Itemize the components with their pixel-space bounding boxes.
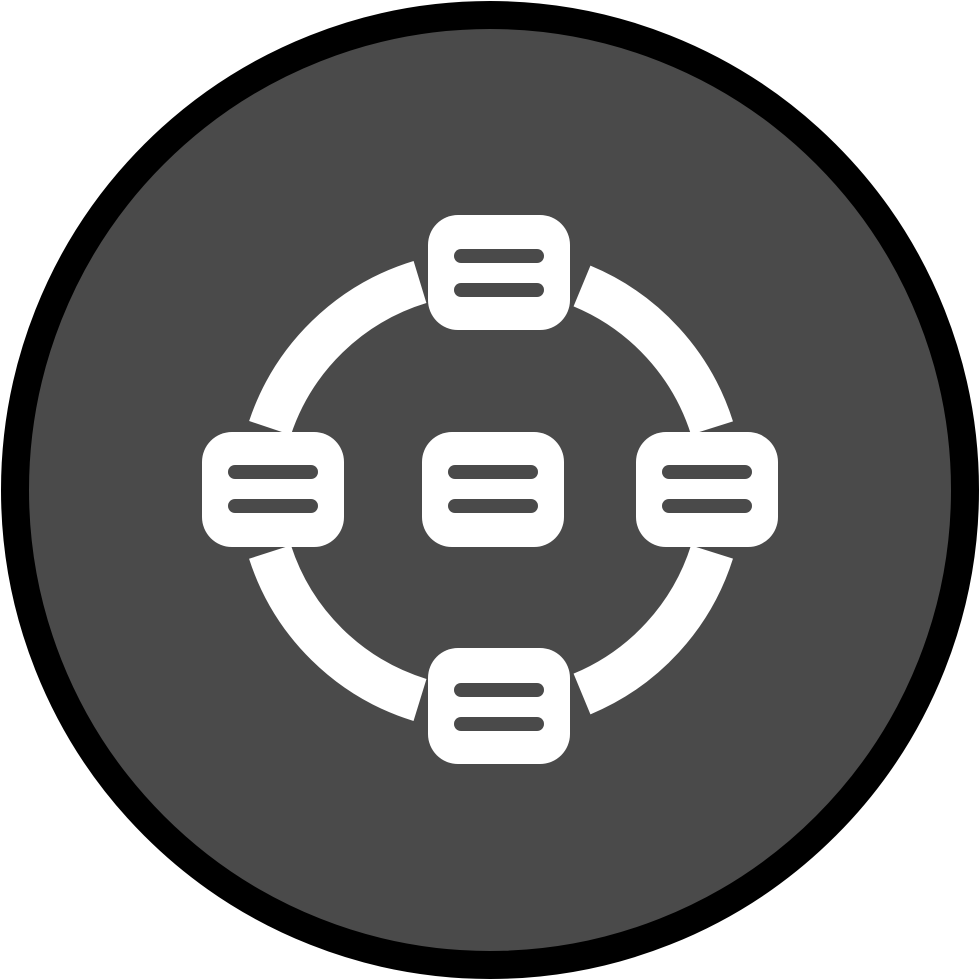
server-node-icon [422, 432, 564, 547]
ring-arc-top-right [573, 265, 733, 436]
server-node-icon [202, 432, 344, 547]
server-node-icon [636, 432, 778, 547]
server-node-icon [428, 648, 570, 764]
ring-arc-bottom-left [249, 544, 427, 722]
ring-arc-bottom-right [573, 544, 733, 715]
server-node-icon [428, 215, 570, 330]
ring-arc-top-left [249, 260, 427, 436]
connection-ring [249, 260, 733, 722]
